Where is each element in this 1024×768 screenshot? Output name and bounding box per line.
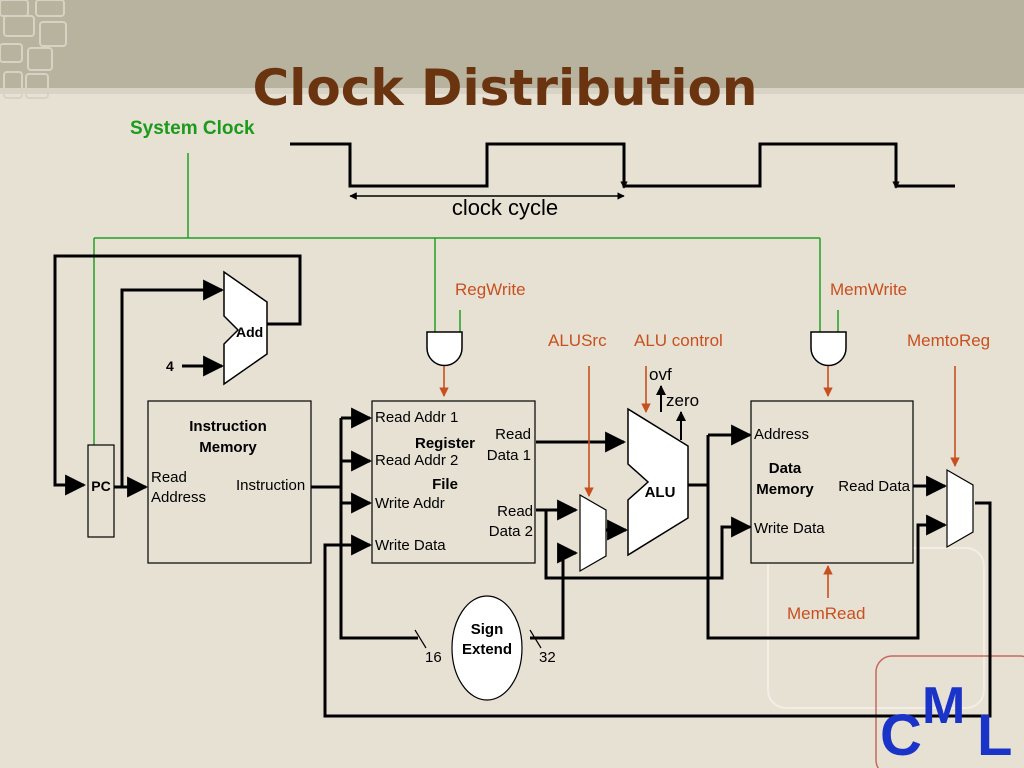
instruction-memory [147,400,312,564]
clock-distribution-wires [93,153,839,445]
register-file [371,400,536,564]
rf-title-line1: Register [415,435,475,452]
alusrc-label: ALUSrc [548,331,607,350]
cml-logo: C M L [880,677,1012,768]
rf-read-data-1-line2: Data 1 [487,447,531,464]
adder-label: Add [236,324,263,340]
pc-label: PC [91,478,110,494]
rf-read-data-1-line1: Read [495,426,531,443]
constant-4-label: 4 [166,358,174,374]
dmem-title-line2: Memory [756,481,814,498]
rf-write-data: Write Data [375,537,446,554]
memtoreg-label: MemtoReg [907,331,990,350]
pc-register [87,444,115,538]
alusrc-mux [579,493,607,573]
imem-instruction-label: Instruction [236,477,305,494]
alu-label: ALU [645,484,676,501]
memwrite-label: MemWrite [830,280,907,299]
dmem-write-data: Write Data [754,520,825,537]
imem-read-line1: Read [151,469,187,486]
sign-extend-in-bits: 16 [425,649,442,666]
adder [223,270,268,386]
memwrite-and-gate [810,331,847,367]
data-memory [750,400,914,564]
memtoreg-mux [946,468,974,549]
alu-ovf-label: ovf [649,365,672,384]
rf-title-line2: File [432,476,458,493]
sign-extend-line1: Sign [471,621,504,638]
bit-width-slash-16 [414,629,427,649]
corner-decoration [0,0,67,99]
clock-cycle-label: clock cycle [452,195,558,220]
logo-letter-l: L [977,703,1012,768]
memread-label: MemRead [787,604,865,623]
alu-control-label: ALU control [634,331,723,350]
imem-read-line2: Address [151,489,206,506]
rf-write-addr: Write Addr [375,495,445,512]
slide-title: Clock Distribution [253,59,758,117]
imem-title-line2: Memory [199,439,257,456]
dmem-read-data: Read Data [838,478,910,495]
sign-extend [451,595,523,701]
sign-extend-out-bits: 32 [539,649,556,666]
sign-extend-line2: Extend [462,641,512,658]
regwrite-and-gate [426,331,463,367]
rf-read-addr-1: Read Addr 1 [375,409,458,426]
dmem-title-line1: Data [769,460,802,477]
alu [627,407,689,557]
regwrite-label: RegWrite [455,280,526,299]
alu-zero-label: zero [666,391,699,410]
datapath-wires [53,254,992,718]
rf-read-data-2-line2: Data 2 [489,523,533,540]
control-signal-wires [439,366,960,598]
bit-width-slash-32 [529,629,542,649]
logo-letter-m: M [922,677,965,735]
system-clock-label: System Clock [130,118,255,139]
imem-title-line1: Instruction [189,418,267,435]
dmem-address: Address [754,426,809,443]
logo-letter-c: C [880,703,922,768]
rf-read-addr-2: Read Addr 2 [375,452,458,469]
clock-waveform [290,142,955,188]
header-banner [0,0,1024,99]
rf-read-data-2-line1: Read [497,503,533,520]
